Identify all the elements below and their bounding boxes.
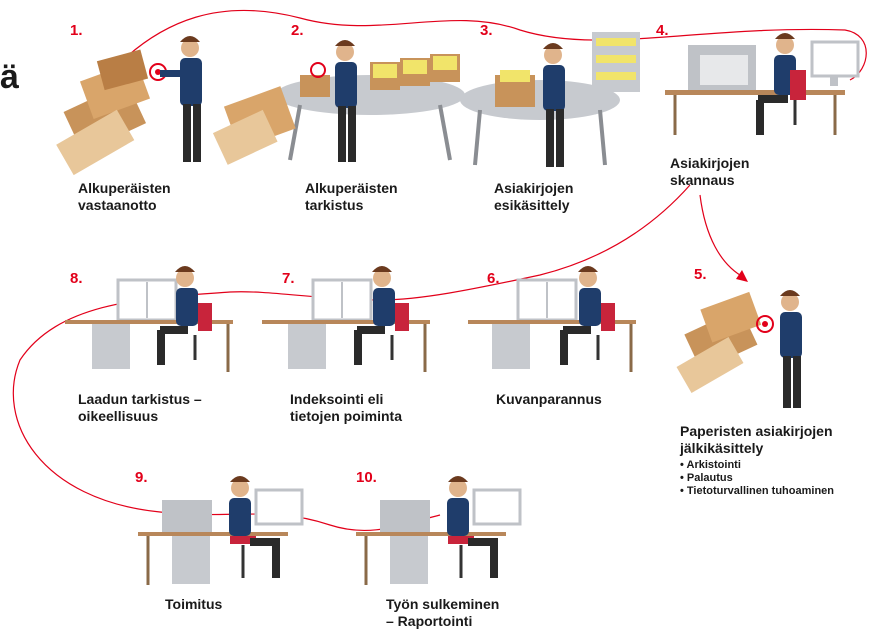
step-5-bullets: • Arkistointi • Palautus • Tietoturvalli…	[680, 459, 834, 498]
bullet-item: • Arkistointi	[680, 459, 741, 471]
step-label-7: Indeksointi eli tietojen poiminta	[290, 391, 402, 425]
scene-5	[676, 290, 802, 408]
step-label-3: Asiakirjojen esikäsittely	[494, 180, 573, 214]
step-label-10: Työn sulkeminen – Raportointi	[386, 596, 499, 630]
box-pile-icon	[676, 291, 762, 393]
scanner-icon	[688, 45, 756, 93]
box-pile-icon	[56, 49, 151, 176]
box-icon	[212, 86, 296, 165]
arrow-head	[736, 270, 748, 282]
step-number-6: 6.	[487, 270, 500, 287]
label-line: Toimitus	[165, 596, 223, 612]
step-label-8: Laadun tarkistus – oikeellisuus	[78, 391, 202, 425]
step-number-9: 9.	[135, 469, 148, 486]
step-number-4: 4.	[656, 22, 669, 39]
step-number-7: 7.	[282, 270, 295, 287]
scene-4	[665, 33, 860, 135]
step-label-5: Paperisten asiakirjojen jälkikäsittely	[680, 423, 833, 457]
heading-fragment: ä	[0, 58, 19, 96]
label-line: esikäsittely	[494, 197, 570, 213]
label-line: – Raportointi	[386, 613, 473, 629]
step-label-9: Toimitus	[165, 596, 222, 613]
step-number-1: 1.	[70, 22, 83, 39]
scene-1	[56, 36, 202, 176]
label-line: vastaanotto	[78, 197, 157, 213]
label-line: skannaus	[670, 172, 735, 188]
monitor-icon	[810, 40, 860, 86]
scene-7	[262, 266, 430, 372]
target-icon	[756, 315, 774, 333]
scene-3	[460, 32, 640, 167]
label-line: tarkistus	[305, 197, 364, 213]
label-line: Paperisten asiakirjojen	[680, 423, 833, 439]
scene-10	[356, 476, 522, 585]
chair-icon	[790, 70, 806, 100]
arrow-to-5	[699, 194, 746, 279]
sorting-shelf-icon	[592, 32, 640, 92]
label-line: Työn sulkeminen	[386, 596, 500, 612]
worker-icon	[543, 43, 565, 167]
label-line: Alkuperäisten	[305, 180, 398, 196]
label-line: oikeellisuus	[78, 408, 159, 424]
scene-9	[138, 476, 304, 585]
scene-8	[65, 266, 233, 372]
label-line: Kuvanparannus	[496, 391, 602, 407]
label-line: Laadun tarkistus –	[78, 391, 202, 407]
step-label-4: Asiakirjojen skannaus	[670, 155, 749, 189]
scene-2	[212, 40, 465, 165]
step-number-2: 2.	[291, 22, 304, 39]
label-line: Indeksointi eli	[290, 391, 384, 407]
worker-icon	[780, 290, 802, 408]
step-label-1: Alkuperäisten vastaanotto	[78, 180, 171, 214]
step-number-3: 3.	[480, 22, 493, 39]
bullet-item: • Tietoturvallinen tuhoaminen	[680, 485, 834, 497]
label-line: Alkuperäisten	[78, 180, 171, 196]
worker-icon	[335, 40, 357, 162]
bullet-item: • Palautus	[680, 472, 733, 484]
scene-6	[468, 266, 636, 372]
label-line: tietojen poiminta	[290, 408, 402, 424]
step-number-8: 8.	[70, 270, 83, 287]
step-label-6: Kuvanparannus	[496, 391, 602, 408]
label-line: Asiakirjojen	[670, 155, 750, 171]
label-line: Asiakirjojen	[494, 180, 574, 196]
step-number-5: 5.	[694, 266, 707, 283]
worker-icon	[160, 36, 202, 162]
step-number-10: 10.	[356, 469, 377, 486]
label-line: jälkikäsittely	[680, 440, 764, 456]
step-label-2: Alkuperäisten tarkistus	[305, 180, 398, 214]
